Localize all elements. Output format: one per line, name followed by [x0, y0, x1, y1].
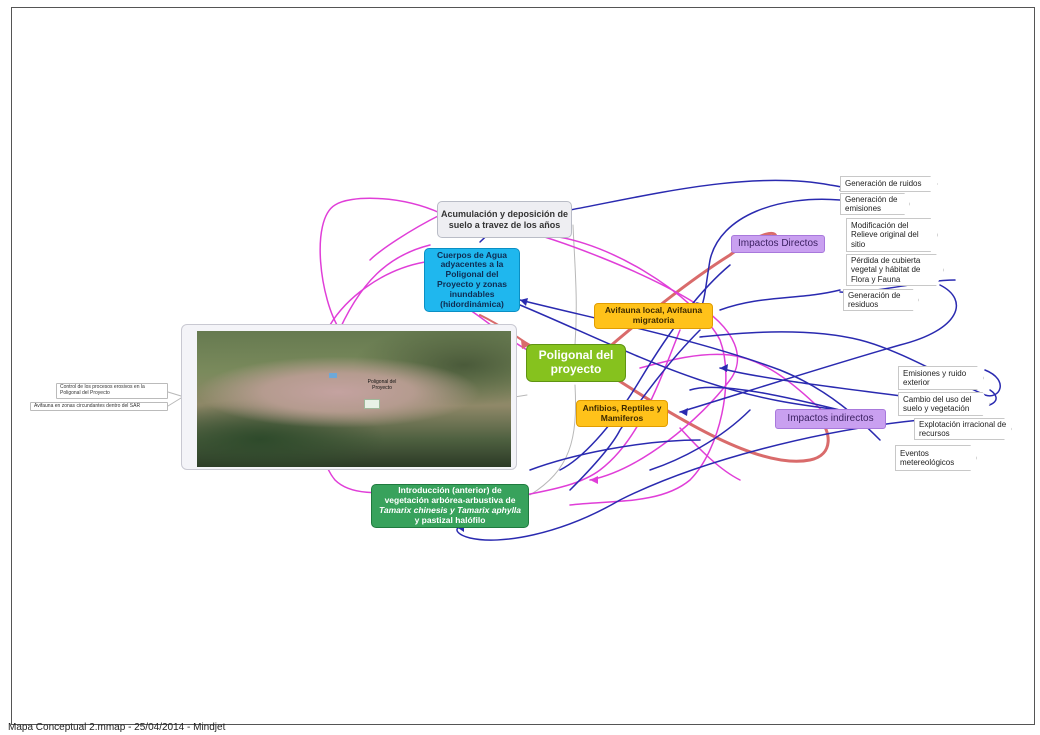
topic-impactos-directos[interactable]: Impactos Directos	[731, 235, 825, 253]
connector-center-up	[572, 224, 577, 346]
topic-cuerpos-agua-label: Cuerpos de Agua adyacentes a la Poligona…	[436, 249, 508, 309]
leaf-label: Cambio del uso del suelo y vegetación	[903, 394, 972, 413]
satellite-image: Poligonal del Proyecto	[197, 331, 511, 467]
connector-navy-3	[719, 289, 841, 311]
note-label: Avifauna en zonas circundantes dentro de…	[34, 402, 141, 409]
arrowhead-salmon-1	[521, 340, 530, 349]
connector-pink-3	[329, 261, 426, 326]
image-label: Poligonal del Proyecto	[367, 379, 397, 391]
arrowhead-4	[520, 298, 528, 306]
impactos-indirectos-label: Impactos indirectos	[787, 413, 874, 425]
leaf-label: Generación de emisiones	[845, 194, 898, 213]
topic-introduccion-label: Introducción (anterior) de vegetación ar…	[376, 486, 524, 525]
arrowhead-5	[720, 364, 728, 372]
connector-left-notes	[167, 391, 182, 407]
leaf-generacion-ruidos[interactable]: Generación de ruidos	[840, 176, 938, 192]
introduccion-text-2: y pastizal halófilo	[414, 514, 486, 525]
arrowhead-pink-2	[590, 476, 598, 484]
connector-navy-8	[456, 419, 921, 541]
introduccion-text-1: Introducción (anterior) de vegetación ar…	[384, 485, 516, 506]
topic-acumulacion-label: Acumulación y deposición de suelo a trav…	[440, 209, 569, 230]
connector-pink-1	[319, 197, 441, 331]
topic-poligonal-label: Poligonal del proyecto	[538, 348, 614, 376]
leaf-label: Eventos metereológicos	[900, 448, 955, 467]
connector-pink-4	[369, 214, 441, 261]
leaf-label: Pérdida de cubierta vegetal y hábitat de…	[851, 256, 921, 284]
topic-introduccion[interactable]: Introducción (anterior) de vegetación ar…	[371, 484, 529, 528]
leaf-label: Generación de residuos	[848, 290, 901, 309]
leaf-perdida-cubierta[interactable]: Pérdida de cubierta vegetal y hábitat de…	[846, 254, 944, 286]
topic-poligonal-central[interactable]: Poligonal del proyecto	[526, 344, 626, 382]
water-marker	[329, 373, 337, 378]
topic-anfibios[interactable]: Anfibios, Reptiles y Mamiferos	[576, 400, 668, 427]
note-label: Control de los procesos erosivos en la P…	[60, 384, 145, 396]
footer-text: Mapa Conceptual 2.mmap - 25/04/2014 - Mi…	[8, 722, 226, 733]
arrowhead-2	[680, 408, 688, 416]
topic-impactos-indirectos[interactable]: Impactos indirectos	[775, 409, 886, 429]
leaf-generacion-residuos[interactable]: Generación de residuos	[843, 289, 919, 311]
topic-cuerpos-agua[interactable]: Cuerpos de Agua adyacentes a la Poligona…	[424, 248, 520, 312]
connector-navy-12	[529, 439, 701, 471]
leaf-label: Explotación irracional de recursos	[919, 419, 1007, 438]
leaf-label: Emisiones y ruido exterior	[903, 368, 967, 387]
leaf-explotacion-recursos[interactable]: Explotación irracional de recursos	[914, 418, 1012, 440]
connector-navy-1	[569, 179, 848, 211]
impactos-directos-label: Impactos Directos	[737, 238, 819, 250]
connector-navy-10	[519, 304, 841, 411]
leaf-generacion-emisiones[interactable]: Generación de emisiones	[840, 193, 910, 215]
satellite-image-frame: Poligonal del Proyecto	[181, 324, 517, 470]
introduccion-species: Tamarix chinesis y Tamarix aphylla	[378, 505, 522, 515]
leaf-modificacion-relieve[interactable]: Modificación del Relieve original del si…	[846, 218, 938, 252]
leaf-cambio-uso-suelo[interactable]: Cambio del uso del suelo y vegetación	[898, 392, 990, 416]
leaf-emisiones-ruido[interactable]: Emisiones y ruido exterior	[898, 366, 984, 390]
topic-anfibios-label: Anfibios, Reptiles y Mamiferos	[582, 402, 662, 423]
topic-acumulacion[interactable]: Acumulación y deposición de suelo a trav…	[437, 201, 572, 238]
leaf-label: Modificación del Relieve original del si…	[851, 221, 919, 249]
connector-navy-2	[699, 198, 841, 311]
note-avifauna-sar[interactable]: Avifauna en zonas circundantes dentro de…	[30, 402, 168, 411]
connector-navy-13	[649, 409, 751, 471]
connector-pink-6	[526, 234, 727, 506]
connector-pink-5	[519, 229, 739, 481]
leaf-label: Generación de ruidos	[845, 179, 922, 189]
leaf-eventos-meteorologicos[interactable]: Eventos metereológicos	[895, 445, 977, 471]
note-control-erosivos[interactable]: Control de los procesos erosivos en la P…	[56, 383, 168, 399]
topic-avifauna[interactable]: Avifauna local, Avifauna migratoria	[594, 303, 713, 329]
connector-navy-6	[699, 331, 1001, 397]
connector-center-down	[529, 384, 577, 496]
connector-pink-10	[679, 427, 741, 481]
connector-pink-9	[639, 353, 831, 419]
topic-avifauna-label: Avifauna local, Avifauna migratoria	[604, 305, 703, 325]
polygon-marker	[364, 399, 380, 409]
